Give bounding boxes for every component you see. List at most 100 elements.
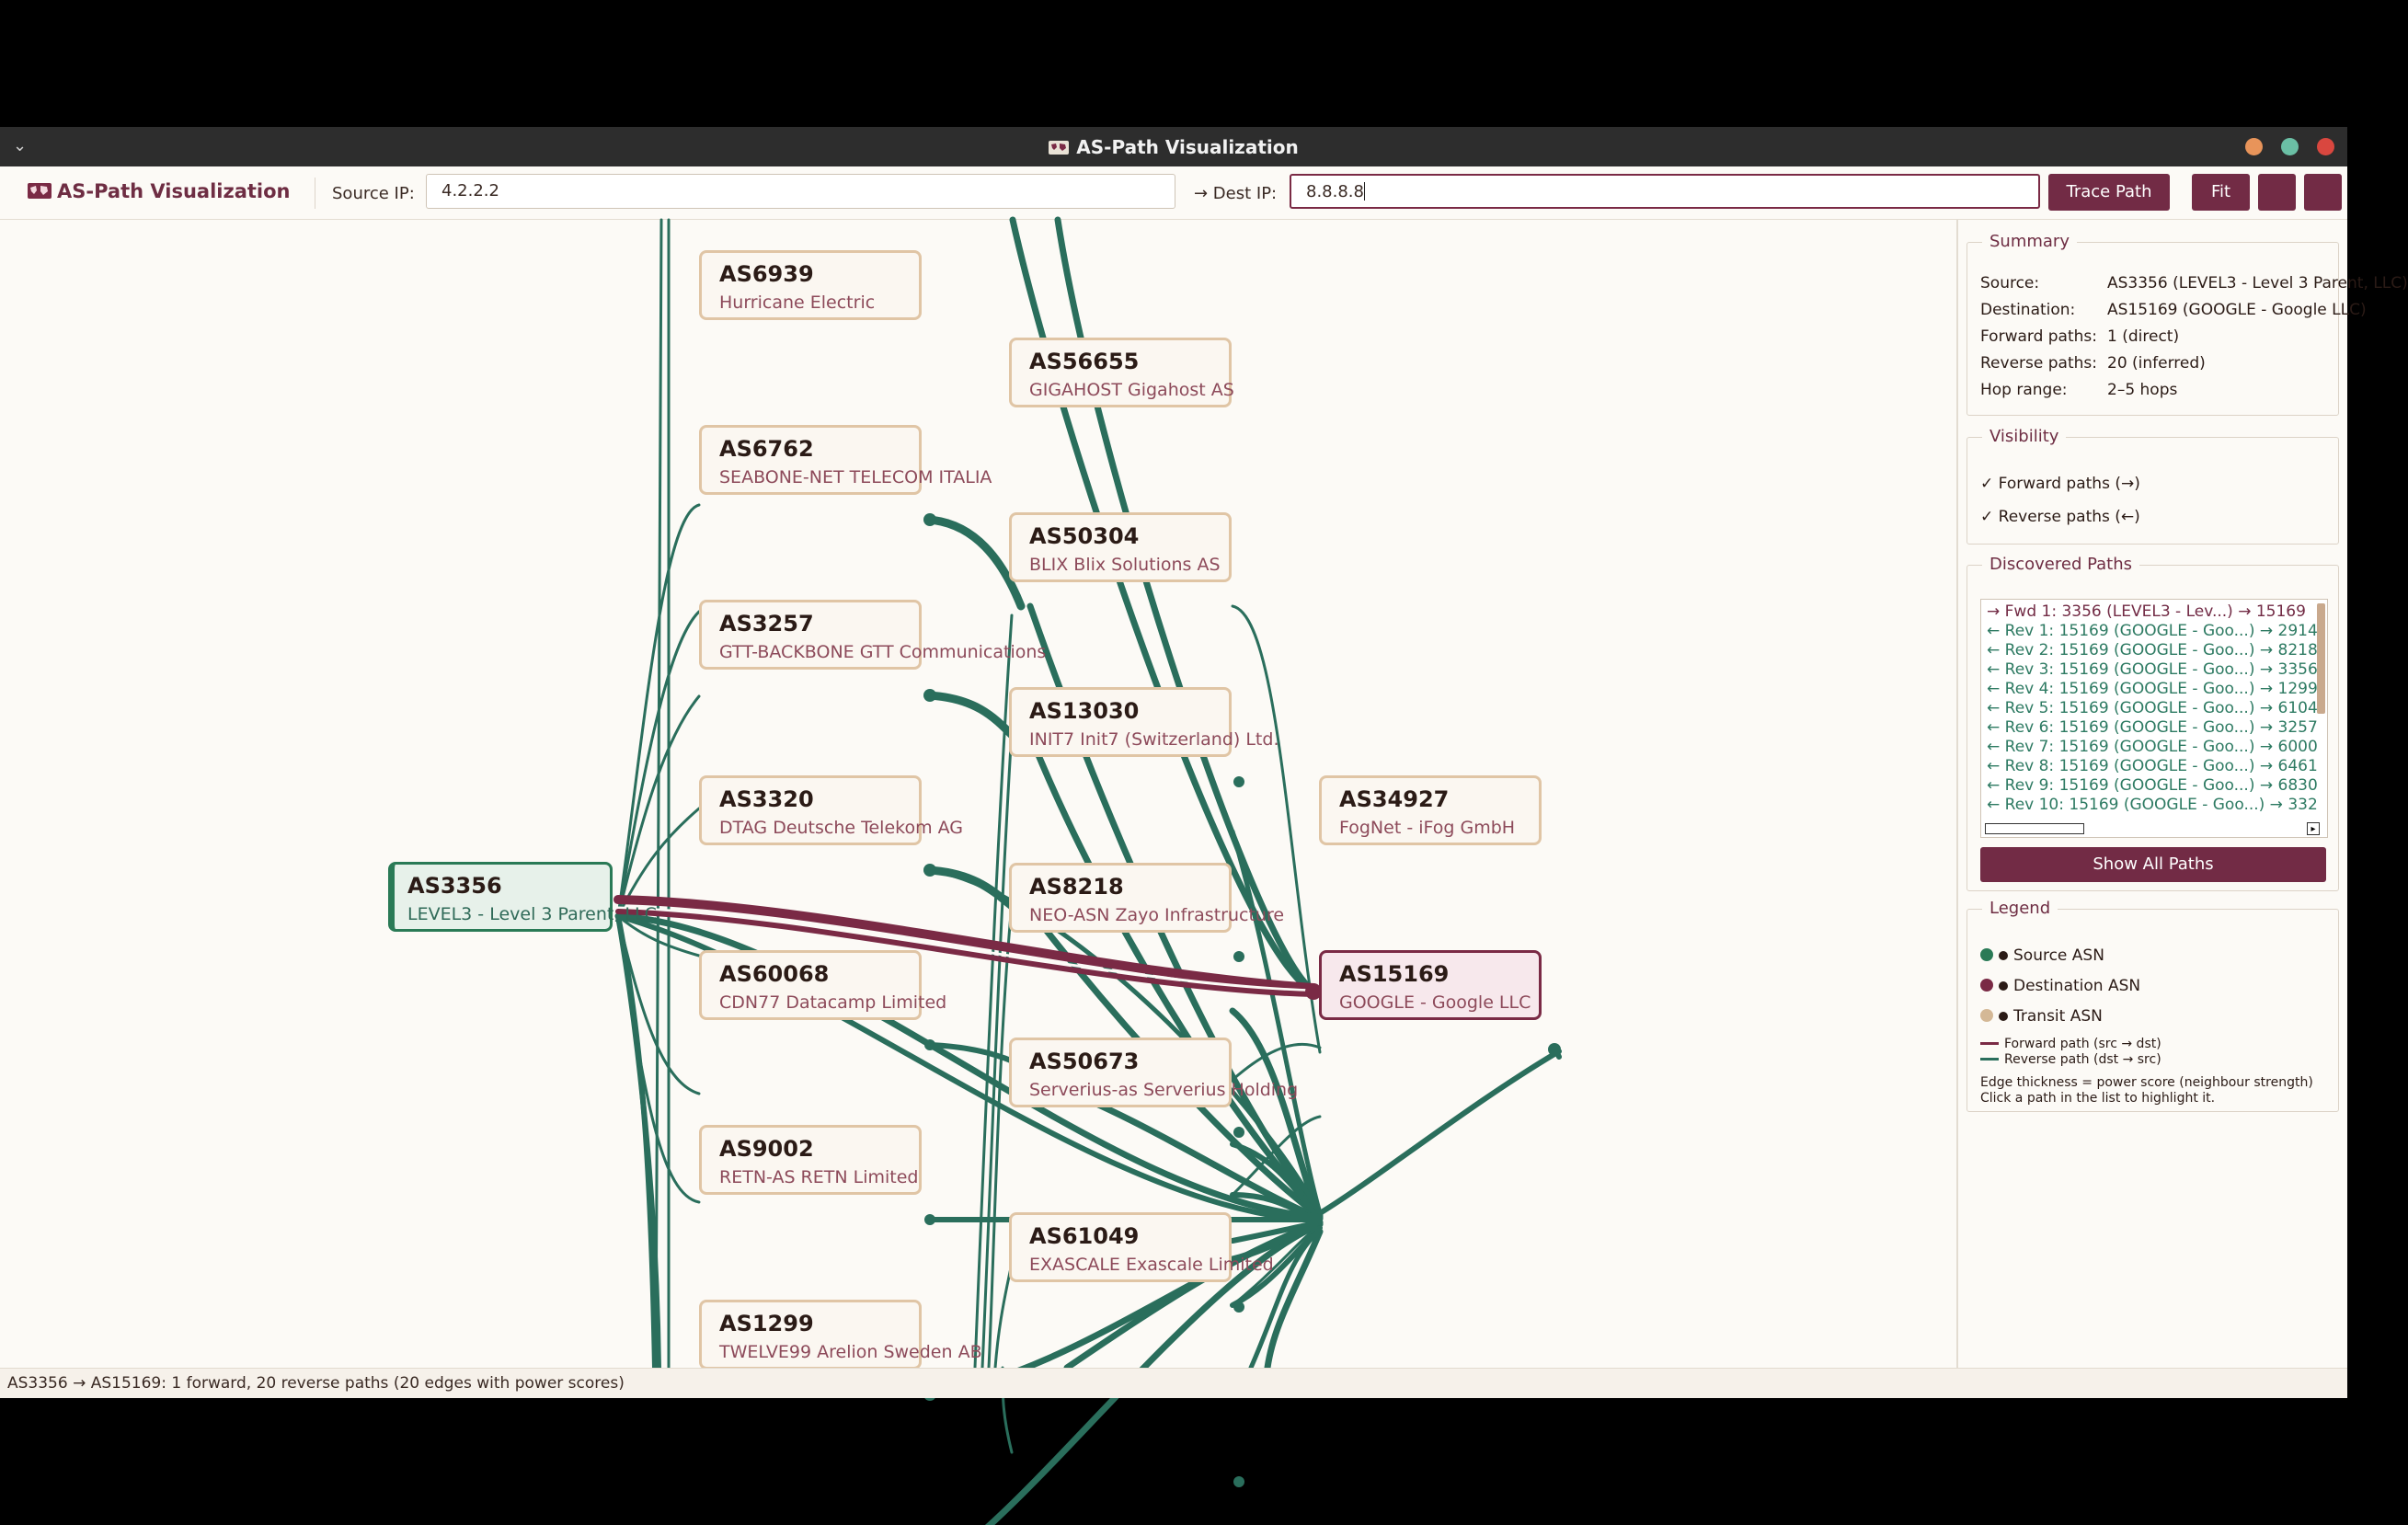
dest-ip-value: 8.8.8.8 [1306, 182, 1364, 201]
source-dot-icon [1980, 948, 1993, 961]
graph-canvas[interactable]: AS3356 LEVEL3 - Level 3 Parent, LLC AS69… [0, 216, 1956, 1525]
node-name: RETN-AS RETN Limited [719, 1167, 919, 1187]
node-asn: AS8218 [1029, 874, 1124, 900]
edge-as6762-as50304 [924, 691, 1016, 740]
dest-ip-input[interactable]: 8.8.8.8 [1290, 174, 2040, 209]
node-asn: AS3356 [407, 873, 502, 899]
forward-line-icon [1980, 1042, 1999, 1045]
splitter[interactable] [1956, 220, 1958, 1368]
edge-offscreen [654, 218, 663, 1370]
node-name: SEABONE-NET TELECOM ITALIA [719, 467, 992, 487]
app-title-text: AS-Path Visualization [57, 180, 291, 202]
edge-src-as3257 [616, 694, 701, 918]
node-as34927[interactable]: AS34927 FogNet - iFog GmbH [1319, 775, 1542, 845]
path-item[interactable]: ← Rev 6: 15169 (GOOGLE - Goo...) → 3257 [1987, 718, 2318, 737]
node-name: EXASCALE Exascale Limited [1029, 1255, 1274, 1275]
legend-note: Click a path in the list to highlight it… [1980, 1091, 2216, 1106]
node-as6939[interactable]: AS6939 Hurricane Electric [699, 250, 922, 320]
horizontal-scrollbar[interactable] [1985, 823, 2084, 834]
forward-paths-checkbox[interactable]: ✓ Forward paths (→) [1980, 475, 2140, 493]
app-title: AS-Path Visualization [28, 180, 291, 202]
edge-dst-offscreen [1248, 1227, 1323, 1370]
arrow-as60068 [924, 1214, 935, 1225]
summary-row: Source:AS3356 (LEVEL3 - Level 3 Parent, … [1980, 274, 2408, 292]
path-item[interactable]: ← Rev 5: 15169 (GOOGLE - Goo...) → 6104 [1987, 699, 2318, 717]
edge-col2-dst [1230, 829, 1323, 1216]
edge-offscreen [1009, 216, 1310, 991]
path-item[interactable]: ← Rev 10: 15169 (GOOGLE - Goo...) → 332 [1987, 796, 2318, 814]
node-as6762[interactable]: AS6762 SEABONE-NET TELECOM ITALIA [699, 425, 992, 495]
path-item[interactable]: ← Rev 7: 15169 (GOOGLE - Goo...) → 6000 [1987, 738, 2318, 756]
edge-thin [1231, 1042, 1322, 1082]
edge-thin [1231, 1225, 1322, 1307]
node-asn: AS50673 [1029, 1049, 1140, 1074]
node-asn: AS3320 [719, 786, 814, 812]
node-as60068[interactable]: AS60068 CDN77 Datacamp Limited [699, 950, 946, 1020]
source-ip-label: Source IP: [332, 184, 415, 203]
node-as1299[interactable]: AS1299 TWELVE99 Arelion Sweden AB [699, 1300, 982, 1370]
node-as3320[interactable]: AS3320 DTAG Deutsche Telekom AG [699, 775, 963, 845]
edge-as1299-dst [984, 1221, 1324, 1525]
node-asn: AS6762 [719, 436, 814, 462]
show-all-paths-button[interactable]: Show All Paths [1980, 847, 2326, 882]
paths-title: Discovered Paths [1982, 555, 2140, 574]
arrow-as34927 [1548, 1043, 1561, 1056]
path-item[interactable]: ← Rev 1: 15169 (GOOGLE - Goo...) → 2914 [1987, 622, 2318, 640]
path-item[interactable]: ← Rev 2: 15169 (GOOGLE - Goo...) → 8218 [1987, 641, 2318, 659]
fit-button[interactable]: Fit [2192, 174, 2250, 211]
path-item[interactable]: ← Rev 4: 15169 (GOOGLE - Goo...) → 1299 [1987, 680, 2318, 698]
node-destination[interactable]: AS15169 GOOGLE - Google LLC [1319, 950, 1542, 1020]
dest-ip-label: → Dest IP: [1194, 184, 1278, 203]
legend-reverse-line: Reverse path (dst → src) [1980, 1052, 2161, 1067]
node-as50673[interactable]: AS50673 Serverius-as Serverius Holding [1009, 1038, 1299, 1107]
legend-group: Legend Source ASN Destination ASN Transi… [1967, 899, 2339, 1112]
source-ip-input[interactable]: 4.2.2.2 [426, 174, 1175, 209]
edge-forward-src-dst-2 [616, 906, 1315, 992]
node-as13030[interactable]: AS13030 INIT7 Init7 (Switzerland) Ltd. [1009, 687, 1279, 757]
trace-path-button[interactable]: Trace Path [2048, 174, 2170, 211]
window-title-text: AS-Path Visualization [1076, 136, 1299, 158]
paths-list[interactable]: → Fwd 1: 3356 (LEVEL3 - Lev...) → 15169 … [1980, 599, 2328, 838]
summary-row: Forward paths:1 (direct) [1980, 327, 2180, 346]
node-name: INIT7 Init7 (Switzerland) Ltd. [1029, 729, 1279, 750]
node-name: LEVEL3 - Level 3 Parent, LLC [407, 904, 657, 924]
node-asn: AS60068 [719, 961, 830, 987]
arrow-dst-forward [1305, 983, 1322, 1000]
path-item[interactable]: ← Rev 9: 15169 (GOOGLE - Goo...) → 6830 [1987, 776, 2318, 795]
node-as9002[interactable]: AS9002 RETN-AS RETN Limited [699, 1125, 922, 1195]
node-source[interactable]: AS3356 LEVEL3 - Level 3 Parent, LLC [388, 862, 657, 932]
path-item[interactable]: ← Rev 3: 15169 (GOOGLE - Goo...) → 3356 [1987, 660, 2318, 679]
node-asn: AS61049 [1029, 1223, 1140, 1249]
path-item[interactable]: ← Rev 8: 15169 (GOOGLE - Goo...) → 6461 [1987, 757, 2318, 775]
legend-note: Edge thickness = power score (neighbour … [1980, 1075, 2313, 1090]
edge-rev-src-dst [614, 912, 1324, 1221]
node-as61049[interactable]: AS61049 EXASCALE Exascale Limited [1009, 1212, 1274, 1282]
status-text: AS3356 → AS15169: 1 forward, 20 reverse … [7, 1374, 625, 1393]
node-name: NEO-ASN Zayo Infrastructure [1029, 905, 1285, 925]
legend-title: Legend [1982, 899, 2058, 918]
reverse-paths-checkbox[interactable]: ✓ Reverse paths (←) [1980, 508, 2140, 526]
zoom-out-button[interactable] [2304, 174, 2342, 211]
path-item[interactable]: → Fwd 1: 3356 (LEVEL3 - Lev...) → 15169 [1987, 602, 2306, 621]
arrow-as6762 [923, 689, 936, 702]
edge-src-as60068 [616, 914, 701, 957]
node-as50304[interactable]: AS50304 BLIX Blix Solutions AS [1009, 512, 1232, 582]
window-menu-icon[interactable]: ⌄ [13, 136, 28, 155]
maximize-button[interactable] [2281, 138, 2299, 155]
node-name: FogNet - iFog GmbH [1339, 818, 1516, 838]
node-name: GIGAHOST Gigahost AS [1029, 380, 1234, 400]
legend-forward-line: Forward path (src → dst) [1980, 1037, 2161, 1051]
minimize-button[interactable] [2245, 138, 2263, 155]
zoom-in-button[interactable] [2258, 174, 2296, 211]
node-as8218[interactable]: AS8218 NEO-ASN Zayo Infrastructure [1009, 863, 1285, 933]
text-caret [1363, 182, 1365, 201]
node-as56655[interactable]: AS56655 GIGAHOST Gigahost AS [1009, 338, 1234, 407]
arrow-as50673 [1233, 1301, 1244, 1313]
vertical-scrollbar[interactable] [2317, 603, 2325, 714]
scroll-right-icon[interactable]: ▸ [2307, 822, 2320, 835]
edge-thin [1231, 1115, 1322, 1197]
node-name: Serverius-as Serverius Holding [1029, 1080, 1299, 1100]
edge-thin [973, 613, 1014, 1370]
node-as3257[interactable]: AS3257 GTT-BACKBONE GTT Communications [699, 600, 1046, 670]
close-button[interactable] [2317, 138, 2334, 155]
